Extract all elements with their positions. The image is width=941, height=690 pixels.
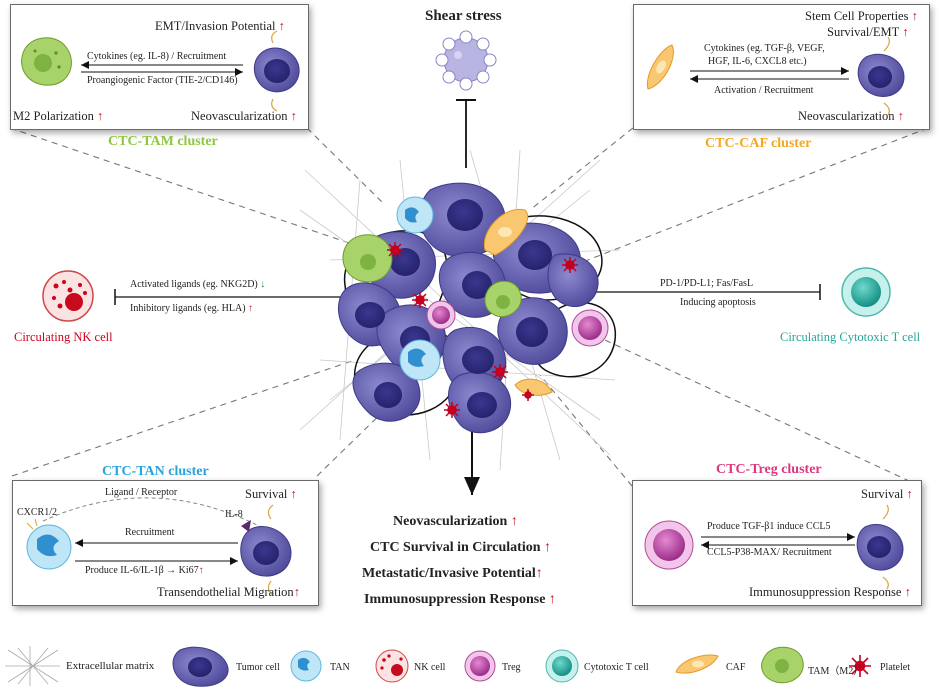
treg-box: Survival ↑ Produce TGF-β1 induce CCL5 CC…: [632, 480, 922, 606]
nk-cell-icon: [42, 270, 94, 322]
legend-tam-label: TAM（M2）: [808, 666, 864, 677]
treg-immuno-text: Immunosuppression Response: [749, 585, 902, 599]
tam-cytokines-text: Cytokines (eg. IL-8) / Recruitment: [87, 51, 227, 62]
legend-platelet-label: Platelet: [880, 662, 910, 673]
up-arrow-icon: ↑: [901, 585, 911, 599]
treg-produce-text: Produce TGF-β1 induce CCL5: [707, 521, 831, 532]
tcell-label: Circulating Cytotoxic T cell: [780, 330, 921, 344]
up-arrow-icon: ↑: [540, 540, 551, 555]
outcome-immunosuppression: Immunosuppression Response: [364, 592, 546, 607]
shear-stress-title: Shear stress: [425, 8, 502, 24]
tcell-pd1-text: PD-1/PD-L1; Fas/FasL: [660, 278, 754, 289]
tan-cxcr-text: CXCR1/2: [17, 507, 58, 518]
legend-nk-label: NK cell: [414, 662, 446, 673]
nk-activated-text: Activated ligands (eg. NKG2D): [130, 279, 258, 290]
central-ctc-cluster: [337, 182, 616, 434]
tan-box-art: [26, 497, 292, 596]
cytotoxic-t-cell-icon: [841, 267, 891, 317]
caf-survival-text: Survival/EMT: [827, 25, 900, 39]
outcome-metastatic-potential: Metastatic/Invasive Potential: [362, 566, 536, 581]
treg-box-art: [644, 504, 904, 590]
tan-recruitment-text: Recruitment: [125, 527, 175, 538]
tam-neovasc-text: Neovascularization: [191, 109, 288, 123]
nk-inhibitory-text: Inhibitory ligands (eg. HLA): [130, 303, 246, 314]
tan-survival-text: Survival: [245, 487, 288, 501]
tam-proangio-text: Proangiogenic Factor (TIE-2/CD146): [87, 75, 238, 86]
tcell-apoptosis-text: Inducing apoptosis: [680, 297, 756, 308]
up-arrow-icon: ↑: [287, 487, 297, 501]
tan-il8-text: IL-8: [225, 509, 243, 520]
caf-cytokines-line1: Cytokines (eg. TGF-β, VEGF,: [704, 43, 825, 54]
legend-icons: [5, 646, 871, 687]
up-arrow-icon: ↑: [535, 566, 543, 581]
legend-tumor-label: Tumor cell: [236, 662, 280, 673]
up-arrow-icon: ↑: [198, 565, 204, 576]
up-arrow-icon: ↑: [903, 487, 913, 501]
caf-stem-text: Stem Cell Properties: [805, 9, 909, 23]
up-arrow-icon: ↑: [545, 592, 556, 607]
legend-tcell-label: Cytotoxic T cell: [584, 662, 649, 673]
tan-box: Ligand / Receptor Survival ↑ CXCR1/2 IL-…: [12, 480, 319, 606]
outcome-neovascularization: Neovascularization: [393, 514, 508, 529]
tam-m2-text: M2 Polarization: [13, 109, 94, 123]
caf-neovasc-text: Neovascularization: [798, 109, 895, 123]
tan-produce-text: Produce IL-6/IL-1β: [85, 565, 164, 576]
tam-box: EMT/Invasion Potential ↑ Cytokines (eg. …: [10, 4, 309, 130]
up-arrow-icon: ↑: [894, 109, 904, 123]
up-arrow-icon: ↑: [275, 19, 285, 33]
up-arrow-icon: ↑: [507, 514, 518, 529]
treg-cluster-label: CTC-Treg cluster: [716, 462, 822, 477]
up-arrow-icon: ↑: [293, 585, 300, 599]
up-arrow-icon: ↑: [93, 109, 104, 123]
legend-tan-label: TAN: [330, 662, 350, 673]
caf-cytokines-line2: HGF, IL-6, CXCL8 etc.): [708, 56, 807, 67]
up-arrow-icon: ↑: [245, 303, 254, 314]
caf-box: Stem Cell Properties ↑ Survival/EMT ↑ Cy…: [633, 4, 930, 130]
tam-cluster-label: CTC-TAM cluster: [108, 134, 218, 149]
shear-stress-cluster: [435, 30, 497, 91]
treg-survival-text: Survival: [861, 487, 904, 501]
legend-caf-label: CAF: [726, 662, 746, 673]
caf-box-art: [646, 36, 905, 116]
up-arrow-icon: ↑: [899, 25, 909, 39]
tan-ligand-text: Ligand / Receptor: [105, 487, 178, 498]
tam-emt-text: EMT/Invasion Potential: [155, 19, 276, 33]
outcome-ctc-survival: CTC Survival in Circulation: [370, 540, 541, 555]
tan-migration-text: Transendothelial Migration: [157, 585, 294, 599]
treg-ccl5-text: CCL5-P38-MAX/ Recruitment: [707, 547, 832, 558]
legend-treg-label: Treg: [502, 662, 521, 673]
up-arrow-icon: ↑: [908, 9, 918, 23]
tam-box-art: [21, 30, 300, 112]
caf-activation-text: Activation / Recruitment: [714, 85, 814, 96]
legend-ecm-label: Extracellular matrix: [66, 660, 155, 672]
tan-ki67-text: Ki67: [178, 565, 199, 576]
tan-cluster-label: CTC-TAN cluster: [102, 464, 209, 479]
nk-cell-label: Circulating NK cell: [14, 330, 113, 344]
arrow-right-icon: →: [163, 565, 179, 576]
down-arrow-icon: ↓: [257, 279, 266, 290]
up-arrow-icon: ↑: [287, 109, 297, 123]
caf-cluster-label: CTC-CAF cluster: [705, 136, 812, 151]
